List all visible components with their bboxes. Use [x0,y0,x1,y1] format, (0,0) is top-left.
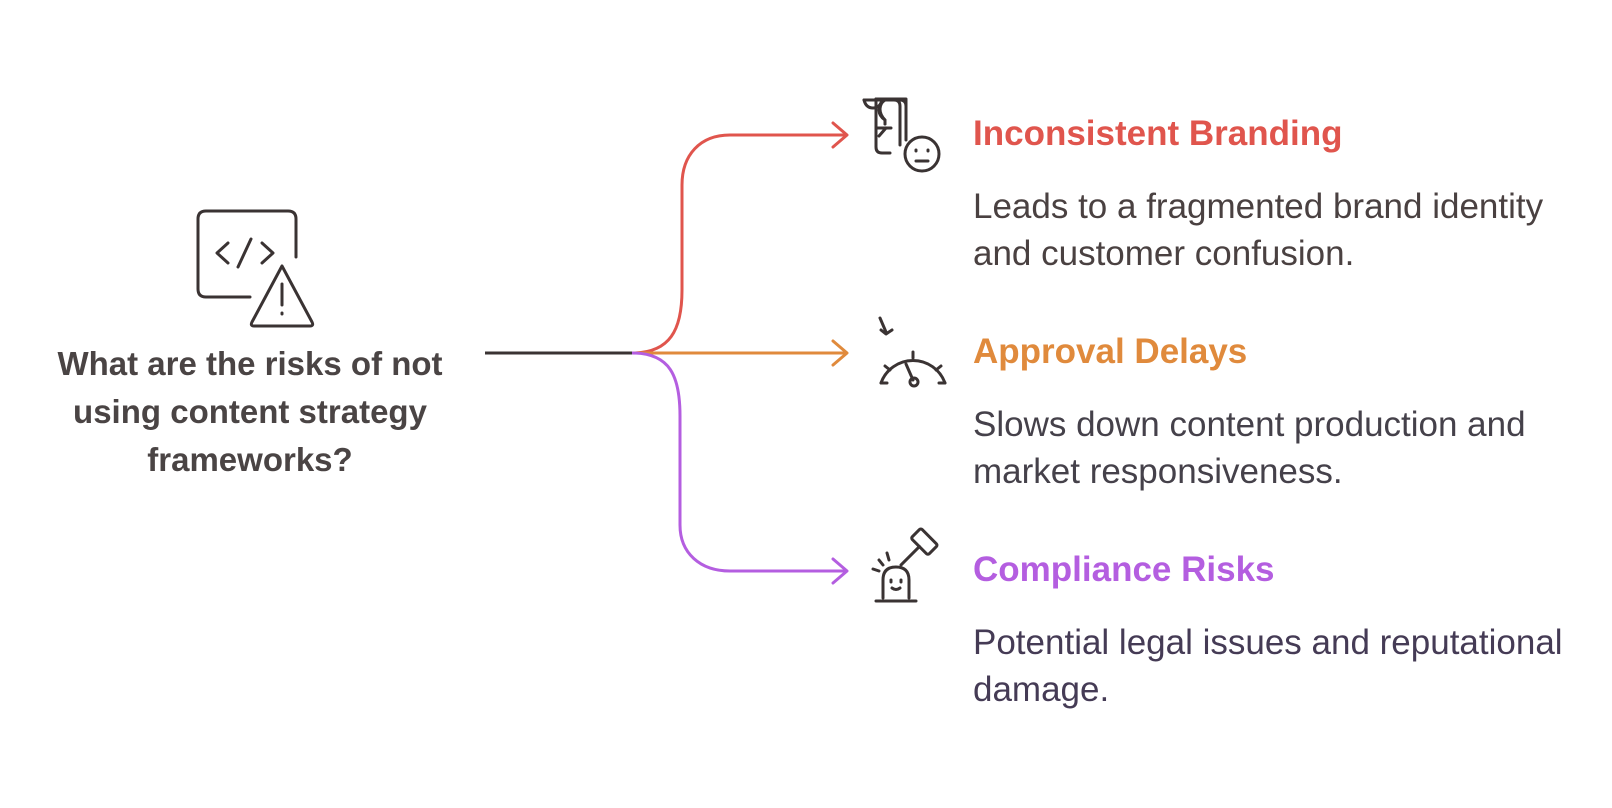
question-text: What are the risks of not using content … [57,345,443,478]
arrowhead-approval-delays [831,339,849,367]
title-approval-delays: Approval Delays [973,332,1248,371]
puzzle-face-icon [862,97,941,173]
speedometer-icon [878,316,947,388]
title-compliance-risks: Compliance Risks [973,550,1275,589]
branch-line-compliance-risks [631,351,845,573]
description-compliance-risks: Potential legal issues and reputational … [973,623,1563,709]
gavel-siren-icon [871,527,939,603]
title-inconsistent-branding: Inconsistent Branding [973,114,1343,153]
arrowhead-compliance-risks [831,557,849,585]
arrowhead-inconsistent-branding [831,121,849,149]
code-warning-icon [196,209,315,328]
description-approval-delays: Slows down content production and market… [973,405,1526,491]
description-inconsistent-branding: Leads to a fragmented brand identity and… [973,187,1544,273]
branch-line-inconsistent-branding [631,133,845,355]
